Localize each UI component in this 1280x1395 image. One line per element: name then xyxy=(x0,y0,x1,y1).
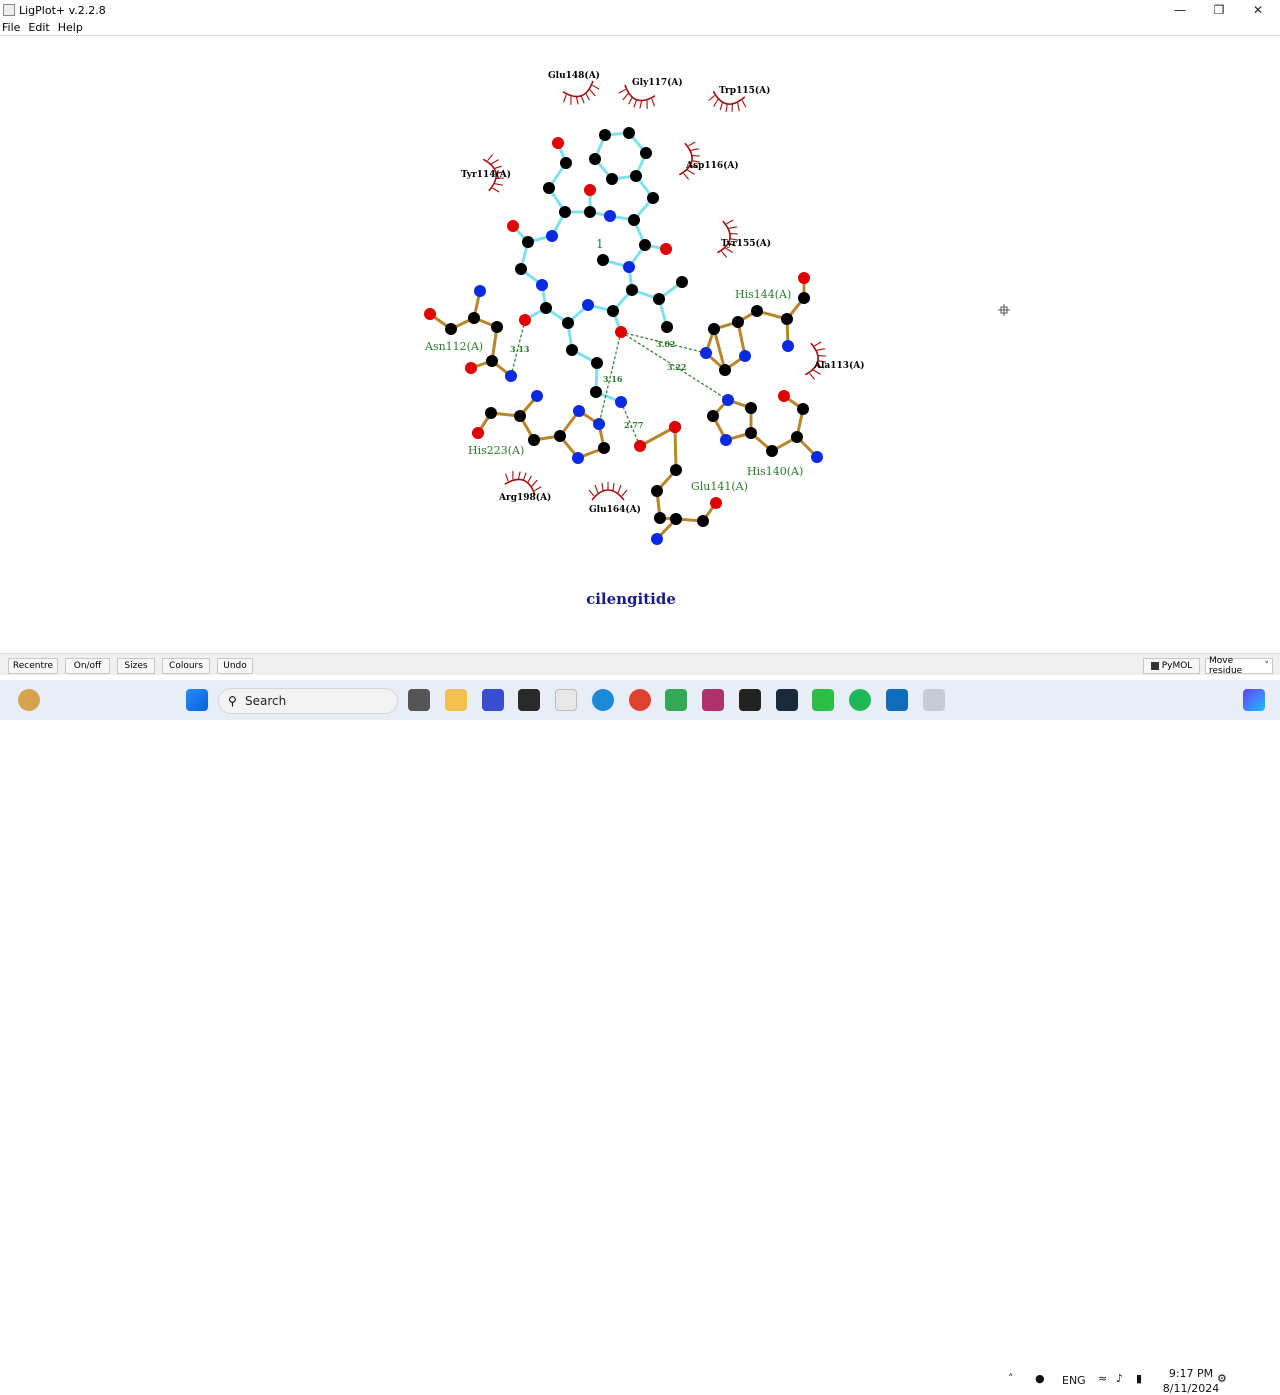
residue-label: Ala113(A) xyxy=(813,360,865,371)
undo-button[interactable]: Undo xyxy=(217,658,253,674)
store-icon[interactable] xyxy=(555,689,577,711)
app-icon[interactable] xyxy=(812,689,834,711)
app-icon[interactable] xyxy=(482,689,504,711)
pymol-label: PyMOL xyxy=(1161,661,1193,671)
mode-select-value: Move residue xyxy=(1209,656,1243,676)
window-title: LigPlot+ v.2.2.8 xyxy=(19,3,106,17)
app-icon[interactable] xyxy=(702,689,724,711)
chevron-down-icon: ˅ xyxy=(1264,661,1270,671)
taskbar: ˄ ● ENG ≈ ♪ ▮ 9:17 PM 8/11/2024 ⚙ xyxy=(0,680,1280,1395)
menu-file[interactable]: File xyxy=(2,21,21,34)
menu-edit[interactable]: Edit xyxy=(28,21,50,34)
ligplot-diagram: Glu148(A) Gly117(A) Trp115(A) Asp116(A) … xyxy=(424,70,1010,608)
search-icon: ⚲ xyxy=(228,694,237,708)
app-icon[interactable] xyxy=(518,689,540,711)
mode-select[interactable]: Move residue ˅ xyxy=(1205,656,1273,676)
residue-label: Glu148(A) xyxy=(548,70,600,81)
hbond-distance: 3.02 xyxy=(656,339,675,349)
battery-icon[interactable]: ▮ xyxy=(1136,1372,1143,1385)
clock-time[interactable]: 9:17 PM xyxy=(1168,1367,1214,1380)
hydrophobic-arc xyxy=(559,79,603,111)
search-input[interactable]: ⚲ Search xyxy=(218,688,398,714)
notification-icon[interactable]: ⚙ xyxy=(1217,1372,1227,1385)
onoff-button[interactable]: On/off xyxy=(65,658,110,674)
residue-label: Gly117(A) xyxy=(632,77,683,88)
hbond-distance: 3.16 xyxy=(603,374,623,384)
bottom-toolbar: Recentre On/off Sizes Colours Undo PyMOL… xyxy=(0,653,1280,676)
residue-label: Arg198(A) xyxy=(498,492,551,503)
atoms xyxy=(424,127,823,545)
weather-icon[interactable] xyxy=(18,689,40,711)
bonded-residue-label: His140(A) xyxy=(747,465,803,478)
app-icon xyxy=(3,4,15,16)
hbond-distance: 2.77 xyxy=(624,420,643,430)
app-icon[interactable] xyxy=(665,689,687,711)
hbond-distance: 3.13 xyxy=(510,344,530,354)
ligand-name: cilengitide xyxy=(586,590,676,608)
recentre-button[interactable]: Recentre xyxy=(8,658,58,674)
clock-date[interactable]: 8/11/2024 xyxy=(1162,1382,1220,1395)
sizes-button[interactable]: Sizes xyxy=(117,658,155,674)
menu-bar: File Edit Help xyxy=(0,20,1280,36)
spotify-icon[interactable] xyxy=(849,689,871,711)
microphone-icon[interactable]: ● xyxy=(1035,1372,1045,1385)
colours-button[interactable]: Colours xyxy=(162,658,210,674)
chevron-up-icon[interactable]: ˄ xyxy=(1008,1372,1014,1385)
menu-help[interactable]: Help xyxy=(57,21,83,34)
outlook-icon[interactable] xyxy=(886,689,908,711)
hydrophobic-arc xyxy=(501,465,545,497)
start-icon[interactable] xyxy=(186,689,208,711)
copilot-icon[interactable] xyxy=(1243,689,1265,711)
molecule-number: 1 xyxy=(596,237,604,251)
volume-icon[interactable]: ♪ xyxy=(1116,1372,1124,1385)
chrome-icon[interactable] xyxy=(629,689,651,711)
move-cursor-icon xyxy=(998,304,1010,316)
hydrophobic-arc xyxy=(588,481,628,501)
app-icon[interactable] xyxy=(739,689,761,711)
pymol-icon xyxy=(1150,662,1159,670)
edge-icon[interactable] xyxy=(592,689,614,711)
close-button[interactable]: ✕ xyxy=(1252,3,1264,17)
bonded-residue-label: Glu141(A) xyxy=(691,480,748,493)
minimize-button[interactable]: — xyxy=(1174,3,1186,17)
java-app-icon[interactable] xyxy=(923,689,945,711)
file-explorer-icon[interactable] xyxy=(445,689,467,711)
hydrophobic-arc xyxy=(615,83,659,115)
bonded-residue-label: Asn112(A) xyxy=(424,340,483,353)
residue-label: Tyr114(A) xyxy=(461,169,511,180)
maximize-button[interactable]: ❐ xyxy=(1213,3,1225,17)
hbond-lines xyxy=(510,319,729,447)
title-bar: LigPlot+ v.2.2.8 — ❐ ✕ xyxy=(0,0,1280,20)
app-icon[interactable] xyxy=(776,689,798,711)
bonded-residue-label: His144(A) xyxy=(735,288,791,301)
residue-label: Glu164(A) xyxy=(589,504,641,515)
ligplot-canvas[interactable]: Glu148(A) Gly117(A) Trp115(A) Asp116(A) … xyxy=(0,37,1280,652)
search-placeholder: Search xyxy=(245,694,287,708)
residue-label: Tyr155(A) xyxy=(721,238,771,249)
taskview-icon[interactable] xyxy=(408,689,430,711)
pymol-button[interactable]: PyMOL xyxy=(1143,658,1200,674)
language-indicator[interactable]: ENG xyxy=(1062,1374,1086,1387)
residue-label: Trp115(A) xyxy=(719,85,770,96)
wifi-icon[interactable]: ≈ xyxy=(1098,1372,1108,1385)
hbond-distance: 3.22 xyxy=(667,362,686,372)
residue-label: Asp116(A) xyxy=(685,160,739,171)
bonded-residue-label: His223(A) xyxy=(468,444,524,457)
